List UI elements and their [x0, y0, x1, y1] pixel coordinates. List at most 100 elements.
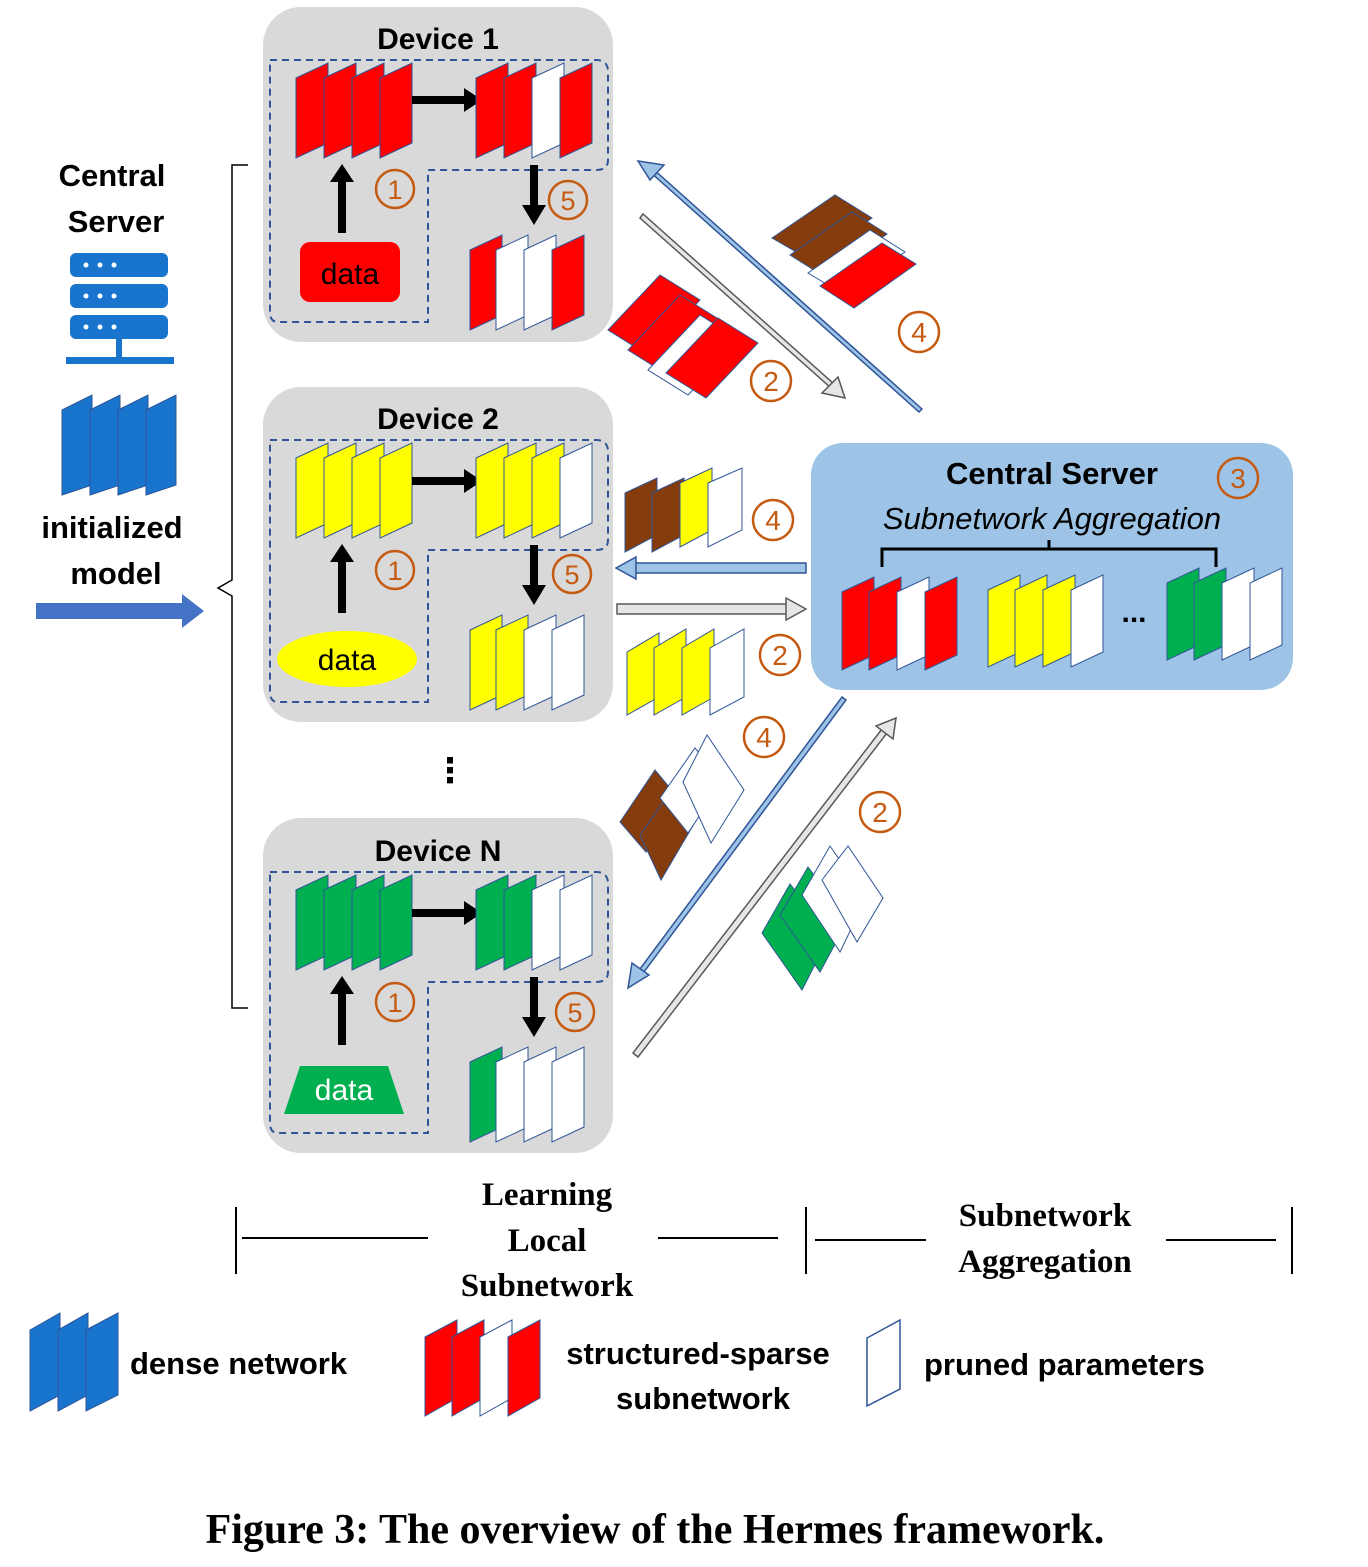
- device-n-step-5: 5: [554, 991, 596, 1033]
- svg-text:2: 2: [763, 366, 779, 397]
- legend-sparse-icon: [424, 1319, 541, 1417]
- upload-red-subnetwork: [607, 274, 759, 399]
- device-1-arrow-right: [412, 88, 482, 112]
- arrow-device-n-to-server: [631, 716, 897, 1059]
- device-2-data: [277, 631, 417, 687]
- phase-agg-line2: Aggregation: [958, 1244, 1132, 1280]
- download-device-n-subnetwork: [619, 734, 745, 882]
- svg-text:2: 2: [772, 640, 788, 671]
- server-label-line1: Central: [59, 158, 166, 193]
- device-n-data-label: data: [315, 1074, 374, 1107]
- device-2-data-label: data: [318, 644, 377, 677]
- device-2-arrow-right: [412, 469, 482, 493]
- svg-text:1: 1: [387, 988, 402, 1018]
- legend-sparse-line1: structured-sparse: [566, 1336, 830, 1371]
- device-2-arrow-down: [522, 545, 546, 605]
- device-n-sparse-layers: [475, 874, 593, 971]
- phase-local-line3: Subnetwork: [461, 1268, 634, 1304]
- initialized-model-layers: [61, 394, 177, 496]
- svg-text:1: 1: [387, 175, 402, 205]
- step-2-device-n: 2: [858, 790, 902, 834]
- aggregated-green-subnetwork: [1166, 567, 1283, 661]
- legend-pruned-icon: [866, 1318, 901, 1408]
- devices-ellipsis: ⋮: [433, 752, 467, 790]
- download-device-2-subnetwork: [624, 467, 743, 553]
- device-2-panel: Device 2 data: [263, 387, 613, 722]
- device-1-sparse-layers: [475, 62, 593, 159]
- device-1-data-label: data: [321, 258, 380, 291]
- device-1-data: [300, 242, 400, 302]
- central-server-panel: Central Server Subnetwork Aggregation 3 …: [811, 443, 1293, 690]
- legend-sparse-line2: subnetwork: [616, 1381, 791, 1416]
- step-4-device-1: 4: [897, 310, 941, 354]
- device-2-title: Device 2: [377, 403, 499, 436]
- svg-text:5: 5: [564, 560, 579, 590]
- device-2-step-1: 1: [374, 549, 416, 591]
- step-2-device-2: 2: [758, 633, 802, 677]
- device-1-arrow-down: [522, 165, 546, 225]
- aggregated-red-subnetwork: [841, 576, 958, 671]
- svg-text:4: 4: [911, 317, 927, 348]
- legend-pruned-label: pruned parameters: [924, 1347, 1205, 1382]
- device-n-title: Device N: [375, 835, 502, 868]
- aggregated-yellow-subnetwork: [987, 574, 1104, 668]
- central-server-title: Central Server: [946, 456, 1158, 491]
- device-1-step-5: 5: [547, 179, 589, 221]
- device-n-panel: Device N data: [263, 818, 613, 1153]
- device-2-output-layers: [469, 614, 585, 711]
- model-label-line2: model: [70, 556, 161, 591]
- figure-caption: Figure 3: The overview of the Hermes fra…: [206, 1507, 1105, 1553]
- device-n-dense-layers: [295, 874, 413, 971]
- upload-green-subnetwork: [761, 845, 884, 991]
- svg-text:3: 3: [1230, 463, 1246, 494]
- device-n-arrow-down: [522, 977, 546, 1037]
- svg-text:4: 4: [765, 505, 781, 536]
- svg-text:2: 2: [872, 797, 888, 828]
- device-1-arrow-up: [330, 164, 354, 233]
- arrow-server-to-device-1: [636, 160, 924, 414]
- legend-dense-label: dense network: [130, 1346, 348, 1381]
- devices-brace: [216, 164, 248, 1009]
- server-rack-icon: [66, 253, 174, 364]
- device-1-panel: Device 1 data: [263, 7, 613, 342]
- device-n-arrow-right: [412, 901, 482, 925]
- arrow-server-to-device-n: [627, 695, 848, 990]
- phase-timeline: [235, 1207, 1293, 1274]
- device-n-step-1: 1: [374, 981, 416, 1023]
- device-n-data: [284, 1066, 404, 1114]
- phase-local-line1: Learning: [482, 1177, 613, 1213]
- model-label-line1: initialized: [41, 510, 182, 545]
- svg-text:4: 4: [756, 722, 772, 753]
- device-2-step-5: 5: [551, 553, 593, 595]
- distribute-arrow: [36, 594, 204, 628]
- central-step-3: 3: [1216, 456, 1260, 500]
- arrow-device-2-to-server: [616, 596, 808, 622]
- phase-local-line2: Local: [508, 1223, 587, 1259]
- device-2-dense-layers: [295, 442, 413, 539]
- device-2-sparse-layers: [475, 442, 593, 539]
- device-2-arrow-up: [330, 544, 354, 613]
- device-1-title: Device 1: [377, 23, 499, 56]
- download-device-1-subnetwork: [771, 194, 917, 309]
- upload-yellow-subnetwork: [626, 628, 745, 716]
- svg-text:5: 5: [560, 186, 575, 216]
- svg-text:5: 5: [567, 998, 582, 1028]
- legend-dense-icon: [29, 1312, 119, 1412]
- phase-agg-line1: Subnetwork: [959, 1198, 1132, 1234]
- device-1-dense-layers: [295, 62, 413, 159]
- arrow-server-to-device-2: [614, 555, 807, 581]
- device-1-step-1: 1: [374, 168, 416, 210]
- aggregation-ellipsis: ...: [1121, 596, 1146, 629]
- step-2-device-1: 2: [749, 359, 793, 403]
- device-1-output-layers: [469, 234, 585, 331]
- svg-text:1: 1: [387, 556, 402, 586]
- server-label-line2: Server: [68, 204, 165, 239]
- device-n-arrow-up: [330, 976, 354, 1045]
- device-n-output-layers: [469, 1046, 585, 1143]
- aggregation-brace: [880, 540, 1218, 567]
- step-4-device-2: 4: [751, 498, 795, 542]
- aggregation-subtitle: Subnetwork Aggregation: [883, 501, 1221, 536]
- step-4-device-n: 4: [742, 715, 786, 759]
- arrow-device-1-to-server: [638, 212, 847, 400]
